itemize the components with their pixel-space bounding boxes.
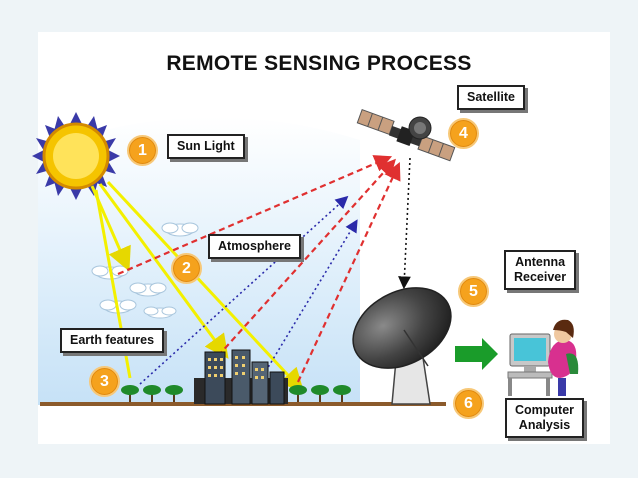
antenna-dish-icon: [352, 287, 452, 405]
computer-analysis-label-line2: Analysis: [518, 418, 571, 432]
sun-icon: [32, 112, 120, 200]
reflected-rays: [117, 155, 401, 383]
emitted-ray: [139, 195, 349, 385]
step-badge-6: 6: [453, 388, 484, 419]
cloud: [99, 299, 137, 314]
step-badge-4: 4: [448, 118, 479, 149]
earth-features-label: Earth features: [60, 328, 165, 353]
step-badge-1: 1: [127, 135, 158, 166]
sun-light-label: Sun Light: [167, 134, 245, 159]
computer-analysis-label-line1: Computer: [515, 403, 575, 417]
cloud: [143, 306, 177, 319]
computer-user-icon: [507, 319, 579, 396]
emitted-rays: [139, 195, 358, 385]
reflected-ray: [117, 155, 393, 276]
satellite-label: Satellite: [457, 85, 525, 110]
step-badge-5: 5: [458, 276, 489, 307]
city-buildings-icon: [194, 349, 288, 405]
antenna-receiver-label-line1: Antenna: [515, 255, 566, 269]
antenna-receiver-label: Antenna Receiver: [504, 250, 577, 290]
antenna-receiver-label-line2: Receiver: [514, 270, 567, 284]
cloud: [161, 222, 199, 237]
atmosphere-label: Atmosphere: [208, 234, 301, 259]
downlink-arrow: [398, 157, 411, 290]
trees: [121, 385, 351, 402]
tree-icon: [143, 385, 161, 402]
step-badge-3: 3: [89, 366, 120, 397]
tree-icon: [333, 385, 351, 402]
computer-analysis-label: Computer Analysis: [505, 398, 585, 438]
page-title: REMOTE SENSING PROCESS: [166, 52, 472, 75]
satellite-icon: [356, 108, 456, 162]
tree-icon: [165, 385, 183, 402]
emitted-ray: [257, 219, 358, 385]
reflected-ray: [217, 158, 396, 357]
data-transfer-arrow: [455, 338, 498, 370]
tree-icon: [121, 385, 139, 402]
tree-icon: [311, 385, 329, 402]
cloud: [129, 282, 167, 297]
tree-icon: [289, 385, 307, 402]
step-badge-2: 2: [171, 253, 202, 284]
sun-ray: [106, 180, 305, 393]
